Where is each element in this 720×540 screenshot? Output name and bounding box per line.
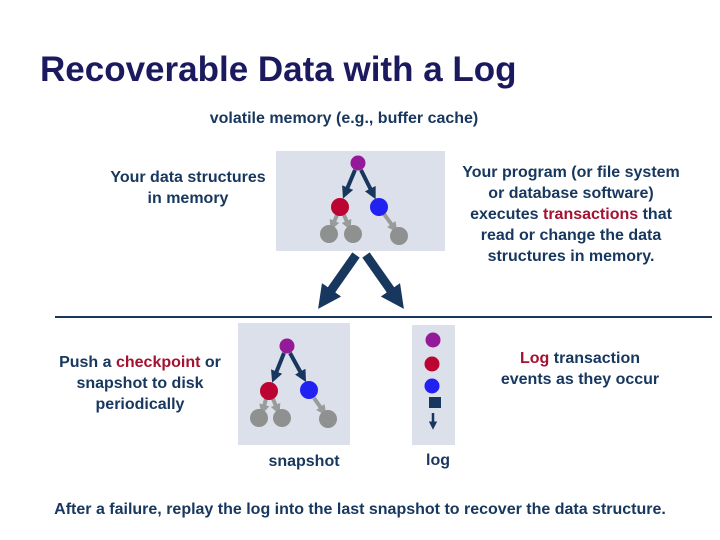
blue-child-node <box>300 381 318 399</box>
log-box <box>412 325 455 445</box>
edge-red-to-leaf <box>270 398 281 415</box>
log-label: log <box>426 452 450 469</box>
purple-event-dot <box>425 332 441 348</box>
edge-root-to-blue <box>359 169 376 200</box>
gray-leaf-node <box>319 410 337 428</box>
blue-child-node <box>370 198 388 216</box>
gray-leaf-node <box>390 227 408 245</box>
footer-note: After a failure, replay the log into the… <box>54 501 666 518</box>
edge-blue-to-leaf <box>382 212 398 233</box>
memory-tree-box <box>276 151 445 251</box>
gray-leaf-node <box>320 225 338 243</box>
edge-red-to-leaf <box>329 214 340 231</box>
edge-red-to-leaf <box>341 214 352 231</box>
blue-event-dot <box>424 378 440 394</box>
navy-square-marker <box>429 397 441 408</box>
gray-leaf-node <box>273 409 291 427</box>
arrow-to-snapshot <box>318 252 360 309</box>
gray-leaf-node <box>344 225 362 243</box>
red-event-dot <box>424 356 440 372</box>
purple-root-node <box>350 155 366 171</box>
edge-blue-to-leaf <box>312 396 327 416</box>
volatile-memory-caption: volatile memory (e.g., buffer cache) <box>209 110 479 127</box>
memory-tree-diagram <box>320 155 408 245</box>
slide-title: Recoverable Data with a Log <box>40 50 517 89</box>
snapshot-tree-diagram <box>250 338 337 428</box>
edge-red-to-leaf <box>259 398 270 415</box>
divider-line <box>55 316 712 318</box>
arrow-to-log <box>362 252 404 309</box>
red-child-node <box>331 198 349 216</box>
edge-root-to-red <box>342 169 357 199</box>
snapshot-tree-box <box>238 323 350 445</box>
gray-leaf-node <box>250 409 268 427</box>
log-column-diagram <box>424 332 441 430</box>
red-child-node <box>260 382 278 400</box>
purple-root-node <box>279 338 295 354</box>
snapshot-label: snapshot <box>268 453 340 470</box>
edge-root-to-blue <box>288 352 307 383</box>
edge-root-to-red <box>271 352 286 383</box>
checkpoint-arrows <box>318 252 404 309</box>
